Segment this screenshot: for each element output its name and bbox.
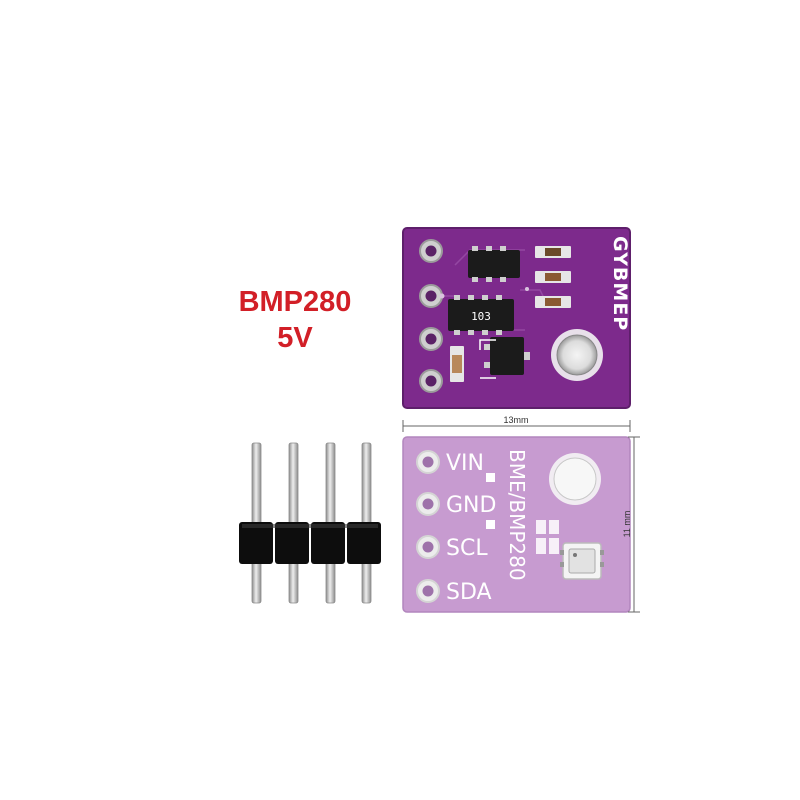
header-plastic [239,522,381,564]
pin-label-scl: SCL [446,536,488,561]
height-label: 11 mm [622,511,632,538]
back-pin-pads [416,450,440,603]
width-label: 13mm [503,415,528,425]
front-pin-pads [419,239,443,393]
width-dimension: 13mm [402,415,631,432]
voltage-label: 5V [277,322,313,354]
pin-label-gnd: GND [446,493,496,518]
back-pcb-board: VIN GND SCL SDA BME/BMP280 [402,436,631,613]
pin-header [239,442,381,604]
back-smd-components [536,520,559,554]
front-chip-103: 103 [448,295,514,335]
pressure-sensor-chip [560,542,604,580]
chip-marking: 103 [471,310,491,323]
height-dimension: 11 mm [622,436,640,613]
pin-label-vin: VIN [446,451,484,476]
front-chip-bottom [479,337,530,379]
front-smd-components [450,246,571,382]
back-silkscreen-label: BME/BMP280 [505,449,529,581]
front-pcb-board: 103 GYBMEP [402,227,631,409]
front-silkscreen-label: GYBMEP [609,236,631,331]
front-chip-top [468,246,520,282]
pin-label-sda: SDA [446,580,492,605]
product-title: BMP280 5V [216,284,374,356]
model-label: BMP280 [238,286,352,318]
back-pin-labels: VIN GND SCL SDA [446,451,496,605]
